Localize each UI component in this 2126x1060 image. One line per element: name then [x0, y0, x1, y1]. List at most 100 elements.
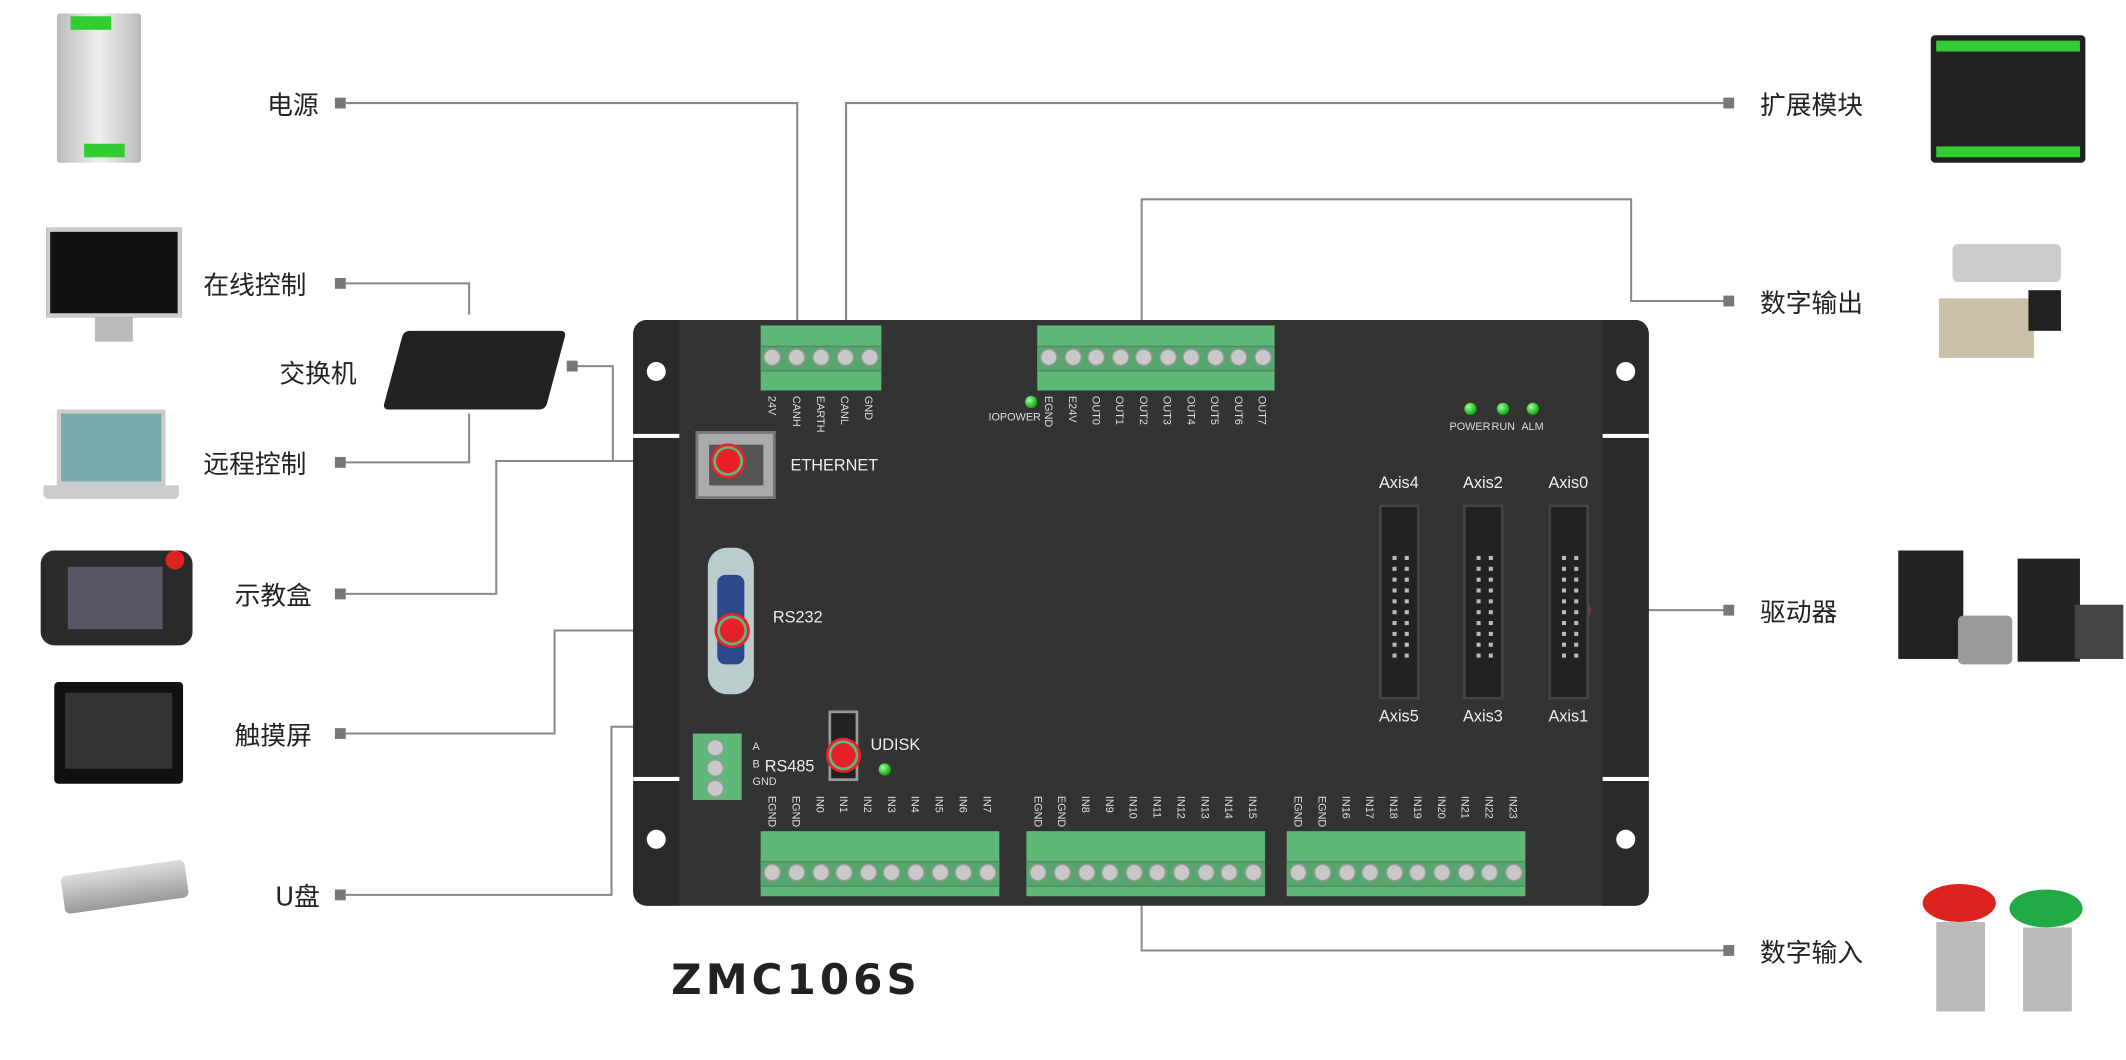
screw-icon: [1313, 863, 1332, 882]
left-label: 触摸屏: [234, 721, 312, 752]
screw-icon: [1361, 863, 1380, 882]
pin-label: IN6: [956, 795, 969, 813]
screw-icon: [1172, 863, 1191, 882]
pin-icon: [1476, 555, 1481, 560]
pin-icon: [1392, 599, 1397, 604]
pin-icon: [1488, 566, 1493, 571]
pin-icon: [1488, 642, 1493, 647]
pin-icon: [1404, 566, 1409, 571]
pin-label: 24V: [765, 395, 779, 416]
iopower-label: IOPOWER: [988, 410, 1041, 424]
screw-icon: [763, 348, 782, 367]
axis-label: Axis4: [1378, 473, 1419, 493]
pin-label: EGND: [1042, 395, 1055, 428]
marker-square-icon: [1723, 604, 1735, 616]
pin-icon: [1392, 631, 1397, 636]
pin-icon: [1476, 631, 1481, 636]
pin-icon: [1488, 621, 1493, 626]
marker-square-icon: [334, 889, 346, 901]
axis-connector[interactable]: [1378, 504, 1420, 700]
left-label: 远程控制: [203, 450, 307, 480]
screw-icon: [860, 348, 879, 367]
pin-label: EGND: [1031, 795, 1044, 828]
screw-icon: [1289, 863, 1308, 882]
pin-label: EARTH: [814, 395, 827, 433]
screw-icon: [1385, 863, 1403, 882]
pin-icon: [1392, 642, 1397, 647]
pin-label: IN4: [908, 795, 922, 813]
marker-udisk: [831, 743, 856, 768]
status-led: [1464, 402, 1477, 415]
marker-square-icon: [334, 277, 346, 289]
screw-icon: [1101, 863, 1119, 882]
screw-icon: [1124, 863, 1143, 882]
pin-icon: [1476, 599, 1481, 604]
marker-square-icon: [1723, 295, 1735, 307]
pin-label: IN14: [1222, 795, 1235, 819]
left-label: U盘: [275, 882, 320, 913]
pin-label: IN7: [980, 795, 993, 813]
screw-icon: [1148, 863, 1167, 882]
screw-icon: [787, 863, 806, 882]
pin-icon: [1574, 621, 1579, 626]
pin-icon: [1488, 610, 1493, 615]
pin-label: IN17: [1363, 795, 1376, 819]
pin-label: EGND: [1055, 795, 1068, 828]
led-label: RUN: [1491, 420, 1516, 433]
pin-label: IN13: [1198, 795, 1211, 819]
marker-square-icon: [566, 360, 578, 372]
pin-label: IN21: [1458, 795, 1472, 819]
axis-label: Axis2: [1463, 473, 1503, 493]
rs485-pin-label: A: [752, 740, 760, 753]
pin-icon: [1392, 588, 1397, 593]
axis-connector[interactable]: [1463, 504, 1504, 700]
pin-icon: [1476, 642, 1481, 647]
pin-label: OUT6: [1232, 395, 1245, 425]
axis-label: Axis5: [1378, 706, 1419, 726]
axis-connector[interactable]: [1548, 504, 1590, 700]
marker-square-icon: [334, 588, 346, 600]
screw-icon: [1040, 348, 1058, 367]
pin-icon: [1574, 599, 1579, 604]
pin-label: IN8: [1079, 795, 1092, 813]
rs232-label: RS232: [772, 607, 823, 627]
pin-icon: [1488, 577, 1493, 582]
pin-icon: [1574, 642, 1579, 647]
screw-icon: [763, 863, 782, 882]
pin-icon: [1404, 555, 1409, 560]
marker-square-icon: [334, 456, 346, 468]
screw-icon: [1135, 348, 1153, 367]
pin-icon: [1404, 599, 1409, 604]
screw-icon: [906, 863, 925, 882]
iopower-led: [1025, 395, 1038, 409]
screw-icon: [1220, 863, 1239, 882]
left-label: 在线控制: [203, 271, 307, 302]
pin-icon: [1574, 566, 1579, 571]
pin-icon: [1561, 631, 1567, 636]
screw-icon: [978, 863, 997, 882]
screw-icon: [1029, 863, 1048, 882]
cylinder-valve-image: [1938, 244, 2061, 361]
teach-pendant-image: [40, 550, 193, 646]
pin-icon: [1392, 555, 1397, 560]
pin-icon: [1392, 621, 1397, 626]
pin-icon: [1488, 653, 1493, 658]
led-label: ALM: [1521, 420, 1544, 433]
right-label: 数字输入: [1759, 938, 1864, 969]
left-label: 交换机: [279, 359, 357, 390]
pin-label: IN3: [885, 795, 898, 813]
screw-icon: [1504, 863, 1523, 882]
right-label: 扩展模块: [1759, 90, 1864, 121]
led-label: POWER: [1449, 420, 1491, 433]
screw-icon: [1196, 863, 1215, 882]
screw-icon: [883, 863, 901, 882]
monitor-image: [46, 227, 182, 318]
pin-icon: [1561, 588, 1567, 593]
model-title: ZMC106S: [671, 955, 921, 1005]
screw-icon: [836, 348, 854, 367]
screw-icon: [1337, 863, 1356, 882]
pin-icon: [1574, 653, 1579, 658]
pin-icon: [1488, 599, 1493, 604]
pin-label: CANH: [790, 395, 803, 427]
